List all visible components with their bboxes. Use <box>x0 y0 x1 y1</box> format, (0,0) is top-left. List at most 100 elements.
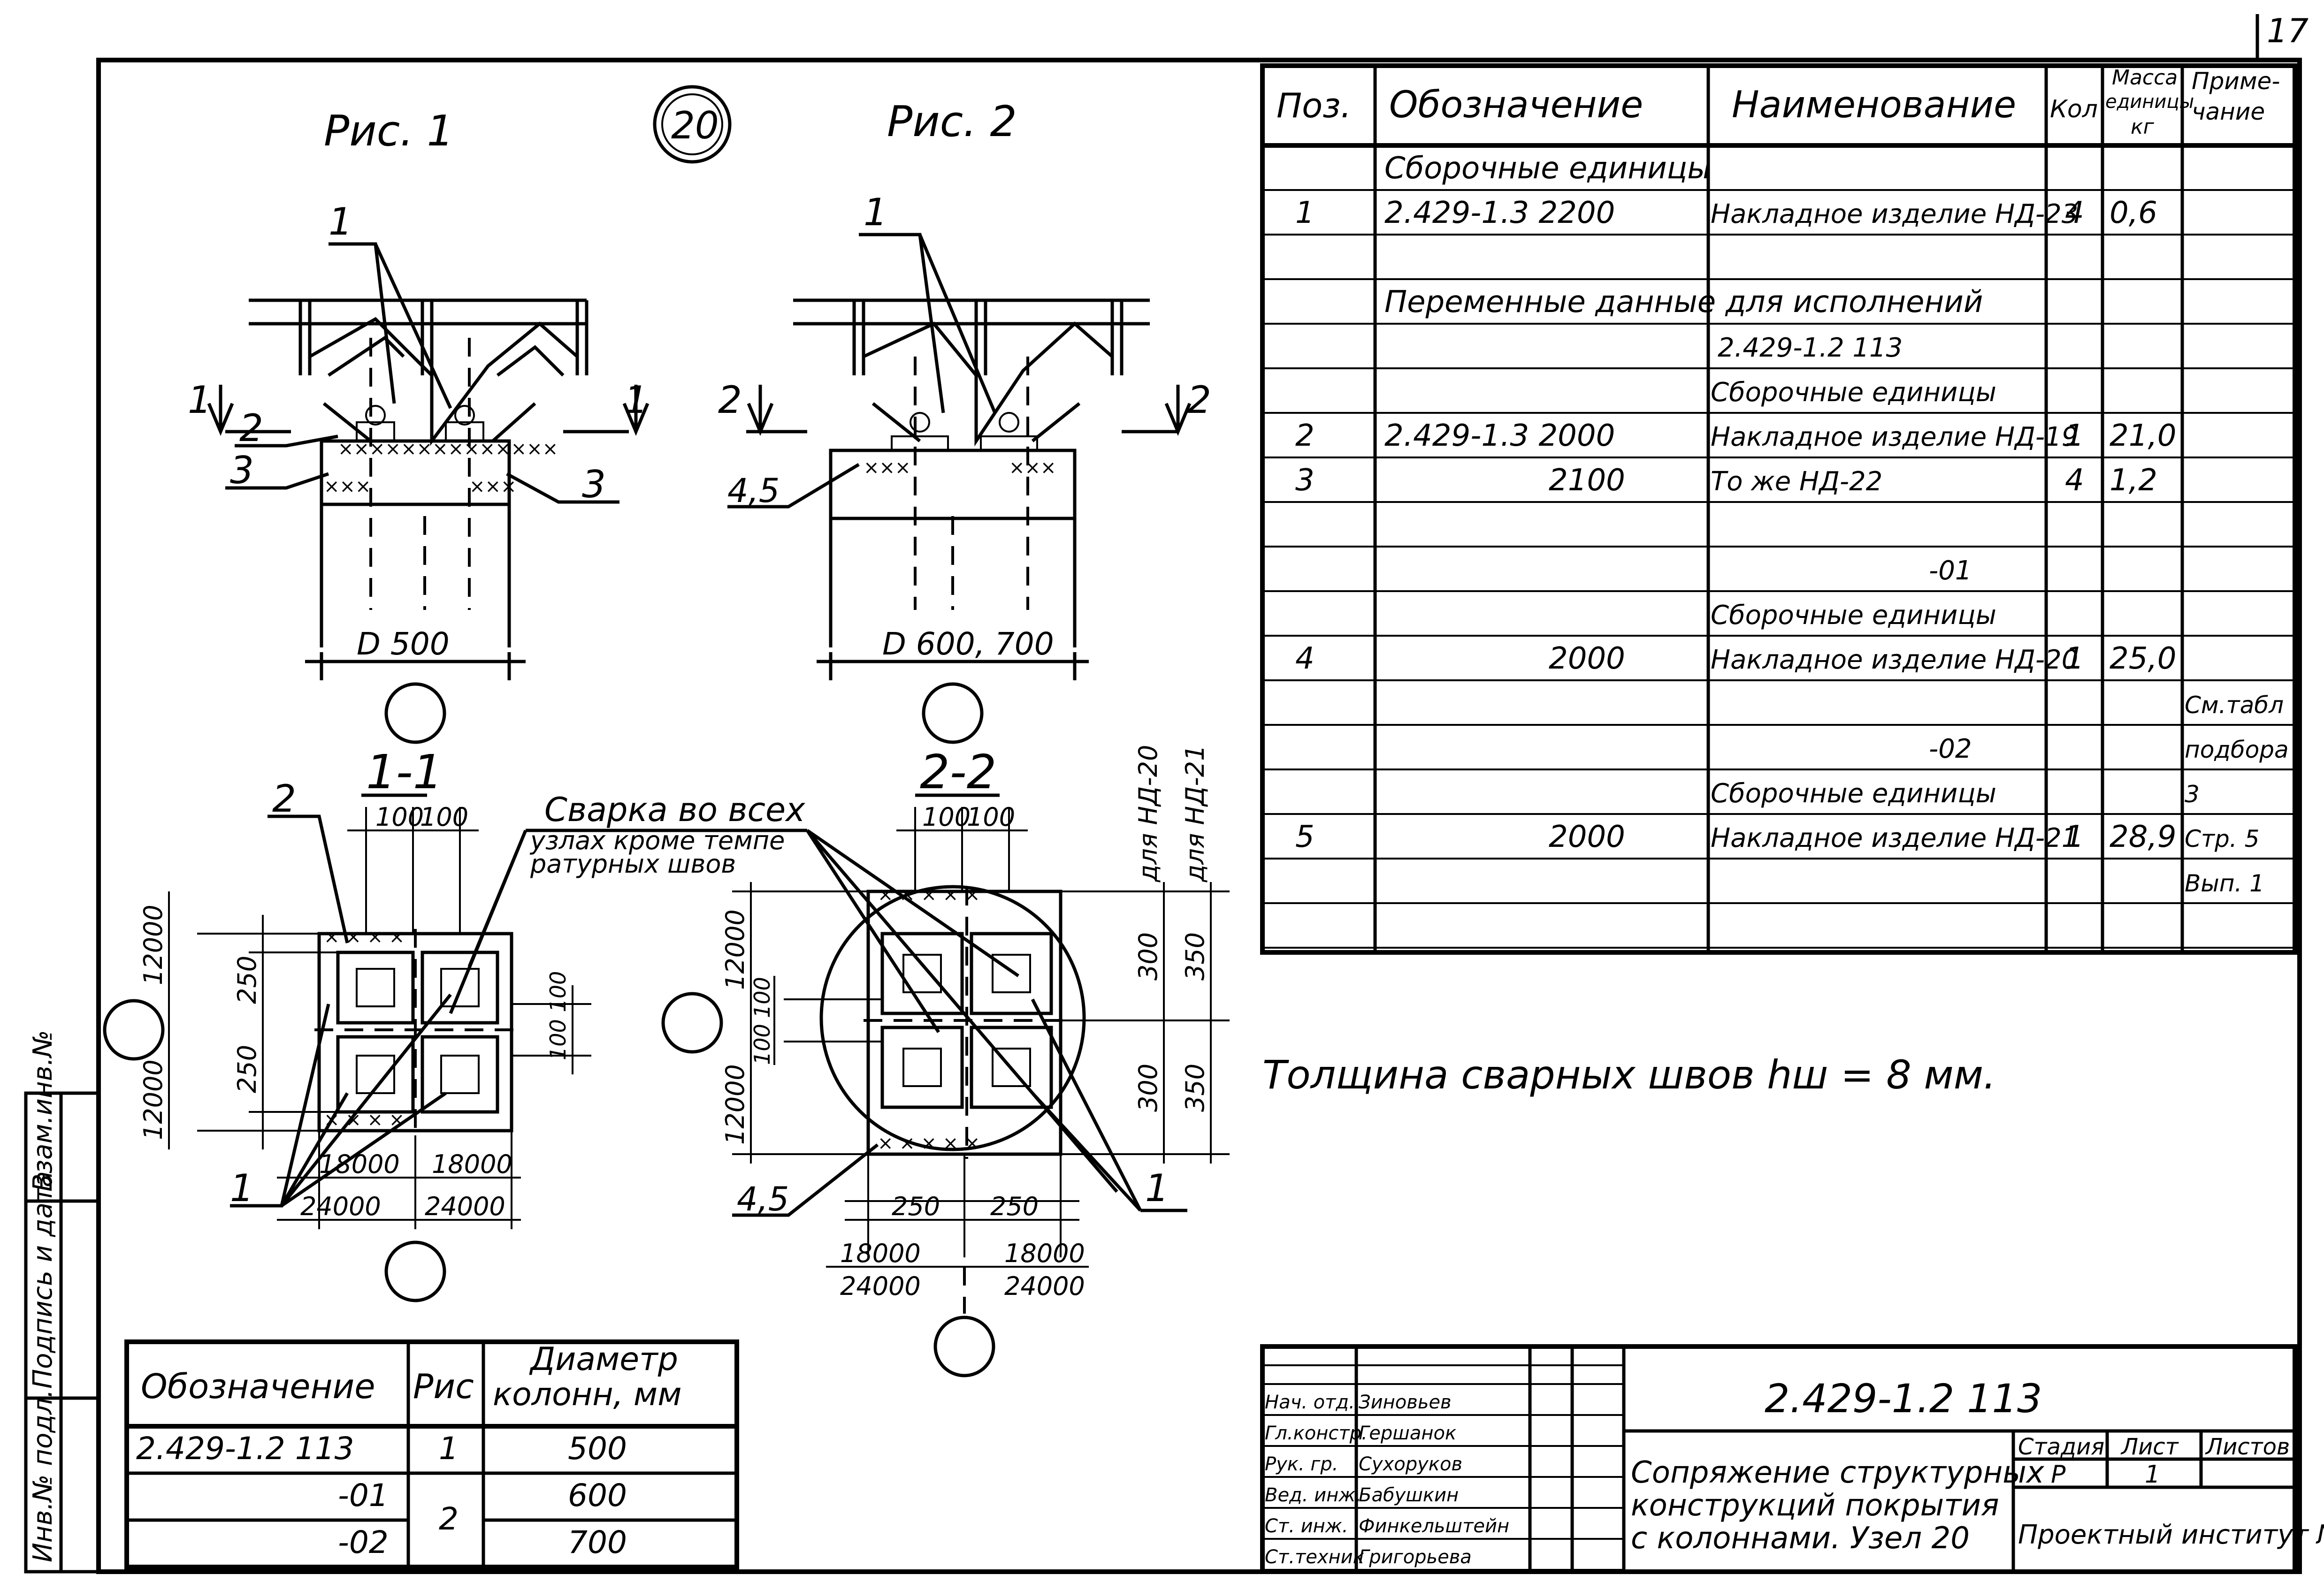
tb-org: Проектный институт №1 <box>2018 1520 2324 1550</box>
spec-row-qty: 4 <box>2065 463 2084 498</box>
s11-leader-2: 2 <box>272 777 296 821</box>
s22-dim-bottom-1b: 250 <box>990 1192 1039 1221</box>
section-1-1: 1-1 × × × × × × × × 100 100 250 250 1200… <box>103 745 591 1302</box>
section-2-2: 2-2 × × × × × × × × × × 100 100 100 100 … <box>661 745 1230 1377</box>
title-block: 2.429-1.2 113 Сопряжение структурных кон… <box>1260 1344 2324 1574</box>
dtable-header-fig: Рис <box>413 1367 474 1406</box>
s11-dim-outer-left-a: 12000 <box>138 905 168 985</box>
s11-dim-bottom-2a: 24000 <box>300 1192 381 1221</box>
spec-row-note: подбора <box>2185 736 2289 763</box>
dtable-row1-designation: -01 <box>338 1477 389 1514</box>
spec-row-pos: 4 <box>1295 641 1315 676</box>
spec-header-mass-1: Масса <box>2112 66 2178 90</box>
stamp-replace-label: Взам.инв.№ <box>28 1030 58 1192</box>
spec-row-name: Накладное изделие НД-23 <box>1711 199 2078 229</box>
tb-sheet: 1 <box>2145 1461 2160 1489</box>
spec-row-mass: 0,6 <box>2110 196 2157 230</box>
fig1-leader-1: 1 <box>329 200 352 243</box>
s22-leader-1: 1 <box>1145 1166 1169 1210</box>
spec-header-designation: Обозначение <box>1389 84 1643 126</box>
spec-header-qty: Кол <box>2050 95 2098 123</box>
spec-row-pos: 1 <box>1295 196 1315 230</box>
s22-dim-outer-left-a: 12000 <box>720 909 750 990</box>
spec-row-mass: 28,9 <box>2110 820 2177 854</box>
tb-person-role: Нач. отд. <box>1265 1392 1355 1413</box>
fig1-leader-2: 2 <box>239 406 263 450</box>
spec-row-name: 2.429-1.2 113 <box>1718 333 1903 363</box>
tb-sheets-label: Листов <box>2205 1434 2290 1460</box>
spec-row-qty: 1 <box>2065 418 2084 453</box>
fig1-leader-3a: 3 <box>230 449 254 492</box>
fig1-title: Рис. 1 <box>324 107 454 156</box>
tb-person-name: Зиновьев <box>1359 1392 1452 1413</box>
s22-dim-r1a: 300 <box>1133 932 1163 981</box>
spec-header-mass-3: кг <box>2131 115 2155 139</box>
spec-row-designation: Сборочные единицы <box>1384 151 1711 186</box>
figure-2: Рис. 2 ××× ××× 1 4,5 2 2 D 600, 700 <box>718 97 1211 744</box>
tb-person-role: Гл.констр. <box>1265 1423 1368 1444</box>
spec-row-note: Стр. 5 <box>2185 825 2259 852</box>
tb-person-name: Григорьева <box>1359 1546 1472 1568</box>
s11-dim-right: 100 100 <box>545 971 571 1060</box>
tb-person-role: Вед. инж. <box>1265 1484 1361 1506</box>
spec-row-note: Вып. 1 <box>2185 870 2264 897</box>
tb-person-role: Ст.техник <box>1265 1546 1364 1568</box>
dtable-row0-fig: 1 <box>439 1430 459 1467</box>
s22-dim-r1b: 300 <box>1133 1064 1163 1112</box>
svg-text:××××××××××××××: ×××××××××××××× <box>338 438 558 460</box>
spec-row-mass: 25,0 <box>2110 641 2177 676</box>
s22-dim-bottom-2a: 18000 <box>840 1239 921 1268</box>
spec-row-designation: 2000 <box>1549 641 1625 676</box>
spec-row-name: Сборочные единицы <box>1711 600 1996 631</box>
s22-dim-left-b: 100 <box>749 1024 775 1065</box>
fig2-leader-1: 1 <box>864 190 887 234</box>
spec-row-qty: 4 <box>2065 196 2084 230</box>
spec-header-pos: Поз. <box>1277 86 1351 125</box>
s11-dim-bottom-2b: 24000 <box>425 1192 505 1221</box>
s11-leader-1: 1 <box>230 1166 254 1210</box>
fig1-diameter: D 500 <box>357 626 450 662</box>
tb-title-3: с колоннами. Узел 20 <box>1631 1521 1970 1556</box>
spec-table: Поз. Обозначение Наименование Кол Масса … <box>1260 63 2297 955</box>
s11-dim-left-a: 250 <box>232 956 262 1004</box>
tb-person-role: Рук. гр. <box>1265 1453 1338 1475</box>
spec-row-note: 3 <box>2185 781 2200 808</box>
fig1-leader-3b: 3 <box>582 463 606 506</box>
dtable-header-diam-2: колонн, мм <box>493 1376 682 1413</box>
tb-doc-code: 2.429-1.2 113 <box>1765 1376 2042 1422</box>
s11-dim-outer-left-b: 12000 <box>138 1059 168 1140</box>
svg-text:×××: ××× <box>324 476 371 497</box>
spec-row-qty: 1 <box>2065 820 2084 854</box>
s11-dim-top-b: 100 <box>420 802 468 832</box>
spec-header-note-1: Приме- <box>2192 68 2280 95</box>
spec-row-pos: 3 <box>1295 463 1315 498</box>
s22-dim-r2a: 350 <box>1180 932 1210 981</box>
s22-dim-top-a: 100 <box>922 802 971 832</box>
svg-text:×××: ××× <box>864 457 911 479</box>
svg-text:×××: ××× <box>469 476 517 497</box>
stamp-inv-label: Инв.№ подл. <box>28 1389 58 1562</box>
dtable-header-designation: Обозначение <box>141 1367 375 1406</box>
fig2-diameter: D 600, 700 <box>882 626 1054 662</box>
s22-dim-outer-left-b: 12000 <box>720 1064 750 1145</box>
s11-dim-left-b: 250 <box>232 1045 262 1093</box>
spec-row-designation: 2.429-1.3 2200 <box>1384 196 1615 230</box>
spec-row-note: См.табл <box>2185 692 2284 719</box>
dtable-row2-diam: 700 <box>568 1524 627 1560</box>
spec-row-name: -02 <box>1929 734 1972 764</box>
diameter-table: Обозначение Рис Диаметр колонн, мм 2.429… <box>124 1339 739 1569</box>
s22-dim-bottom-2b: 18000 <box>1004 1239 1085 1268</box>
sheet-corner-number: 17 <box>2267 12 2309 50</box>
tb-person-name: Финкельштейн <box>1359 1515 1509 1537</box>
node-circle-inner <box>661 93 723 155</box>
weld-note: Сварка во всех узлах кроме темпе ратурны… <box>449 791 1118 1193</box>
svg-text:×××: ××× <box>1009 457 1056 479</box>
spec-row-pos: 5 <box>1295 820 1315 854</box>
spec-row-qty: 1 <box>2065 641 2084 676</box>
fig2-cut-left: 2 <box>718 378 742 422</box>
spec-row-designation: 2000 <box>1549 820 1625 854</box>
dtable-header-diam-1: Диаметр <box>529 1341 678 1378</box>
weld-note-line3: ратурных швов <box>530 849 736 879</box>
s22-label-nd21: для НД-21 <box>1180 745 1210 883</box>
stamp-sign-label: Подпись и дата <box>28 1171 58 1389</box>
